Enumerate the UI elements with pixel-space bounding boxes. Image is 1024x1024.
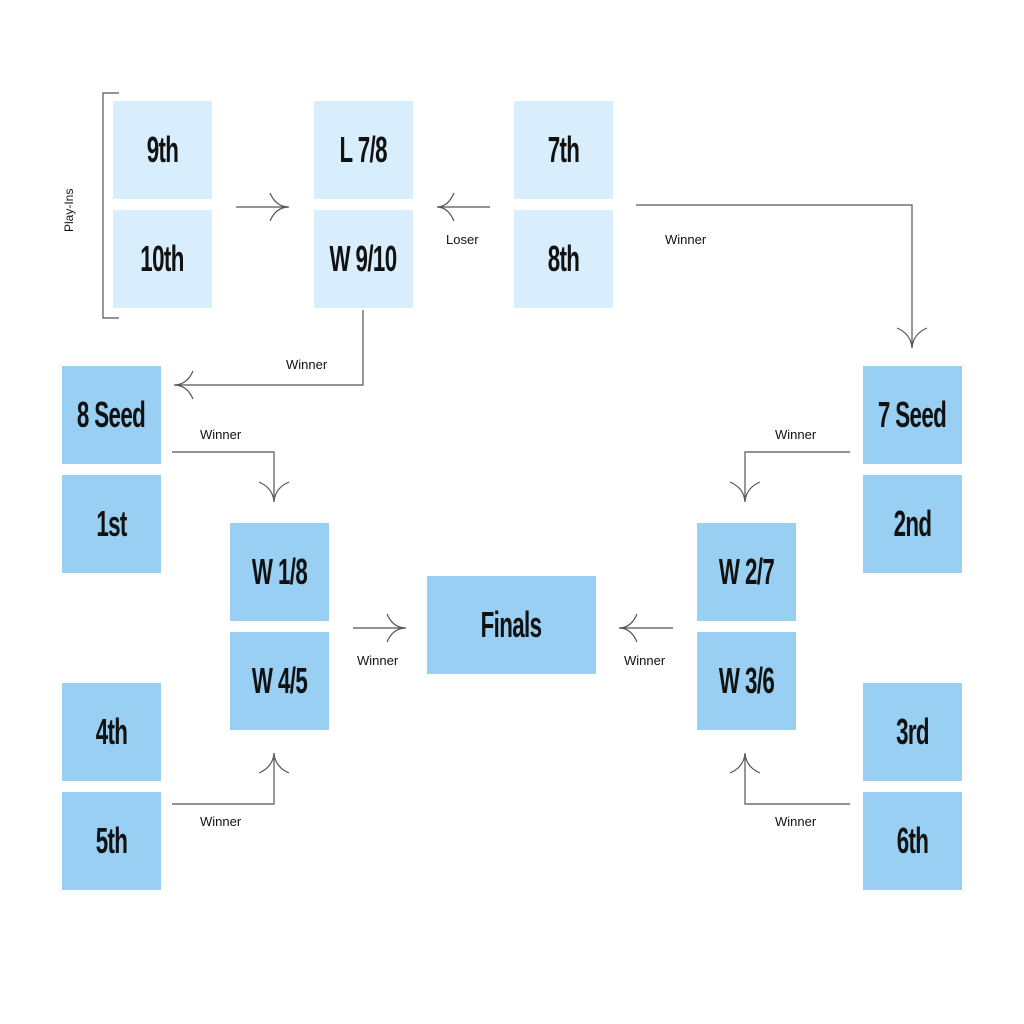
arrowhead-w27 [618, 613, 638, 643]
play-ins-bracket [102, 92, 119, 319]
box-6th: 6th [863, 792, 962, 890]
winner-label-910: Winner [286, 357, 328, 372]
box-w-3-6: W 3/6 [697, 632, 796, 730]
box-3rd: 3rd [863, 683, 962, 781]
winner-label-w18: Winner [357, 653, 399, 668]
play-ins-label: Play-Ins [62, 188, 76, 232]
box-10th: 10th [113, 210, 212, 308]
arrowhead-seed7 [729, 481, 761, 503]
box-w-1-8: W 1/8 [230, 523, 329, 621]
arrowhead-w18 [386, 613, 407, 643]
connector-910-winner [178, 310, 364, 386]
arrowhead-78-winner [896, 327, 928, 349]
box-5th: 5th [62, 792, 161, 890]
winner-label-36: Winner [775, 814, 817, 829]
box-8-seed: 8 Seed [62, 366, 161, 464]
winner-label-78: Winner [665, 232, 707, 247]
box-7-seed: 7 Seed [863, 366, 962, 464]
connector-36 [744, 758, 850, 805]
box-9th: 9th [113, 101, 212, 199]
arrowhead-910 [269, 192, 290, 222]
arrowhead-910-winner [173, 370, 194, 400]
box-4th: 4th [62, 683, 161, 781]
box-finals: Finals [427, 576, 596, 674]
winner-label-45: Winner [200, 814, 242, 829]
connector-seed8 [172, 451, 275, 497]
box-l-7-8: L 7/8 [314, 101, 413, 199]
box-8th: 8th [514, 210, 613, 308]
box-1st: 1st [62, 475, 161, 573]
box-w-2-7: W 2/7 [697, 523, 796, 621]
box-w-9-10: W 9/10 [314, 210, 413, 308]
arrowhead-36 [729, 752, 761, 774]
loser-label: Loser [446, 232, 479, 247]
connector-78-winner [636, 204, 913, 345]
winner-label-w27: Winner [624, 653, 666, 668]
arrowhead-78-loser [436, 192, 455, 222]
winner-label-seed7: Winner [775, 427, 817, 442]
arrowhead-seed8 [258, 481, 290, 503]
connector-45 [172, 758, 275, 805]
connector-seed7 [744, 451, 850, 497]
winner-label-seed8: Winner [200, 427, 242, 442]
box-w-4-5: W 4/5 [230, 632, 329, 730]
box-2nd: 2nd [863, 475, 962, 573]
box-7th: 7th [514, 101, 613, 199]
arrowhead-45 [258, 752, 290, 774]
